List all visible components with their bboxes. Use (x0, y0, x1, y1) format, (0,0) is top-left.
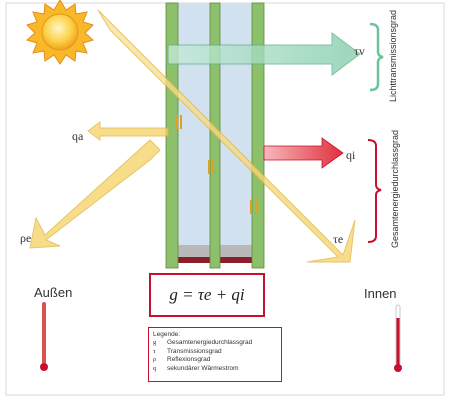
legend-item: τ Transmissionsgrad (153, 348, 277, 357)
legend-text: Gesamtenergiedurchlassgrad (167, 339, 253, 346)
label-total-energy: Gesamtenergiedurchlassgrad (390, 129, 400, 248)
glazing-unit (165, 2, 265, 269)
thermometer-outside-icon (40, 302, 48, 371)
legend-item: g Gesamtenergiedurchlassgrad (153, 339, 277, 348)
arrow-q-i (263, 137, 344, 169)
spacer-inner (220, 245, 252, 257)
pane-inner (251, 2, 265, 269)
arrow-q-a (87, 121, 169, 141)
legend-symbol: q (153, 364, 157, 372)
legend-text: Reflexionsgrad (167, 356, 211, 364)
seal-outer (178, 257, 210, 263)
bracket-total-energy (367, 139, 382, 243)
bracket-light-transmission (369, 22, 384, 92)
arrow-tau-v (167, 32, 361, 76)
legend-item: ρ Reflexionsgrad (153, 356, 277, 365)
spacer-outer (178, 245, 210, 257)
legend-title: Legende: (153, 331, 181, 338)
heat-marks (176, 115, 257, 214)
legend-text: Transmissionsgrad (167, 347, 222, 355)
legend-text: sekundärer Wärmestrom (167, 364, 239, 372)
radiation-arrows (29, 9, 361, 263)
label-outside: Außen (34, 285, 73, 300)
label-rho-e: ρe (20, 231, 32, 245)
thermometer-inside-icon (394, 304, 402, 372)
legend-symbol: g (153, 339, 157, 346)
seal-inner (220, 257, 252, 263)
legend-symbol: ρ (153, 356, 157, 364)
sun-icon (25, 0, 95, 65)
label-tau-v: τv (354, 44, 365, 58)
legend-box: Legende: g Gesamtenergiedurchlassgrad τ … (148, 327, 282, 382)
glass-cavity-outer (178, 3, 210, 263)
legend-symbol: τ (153, 347, 156, 355)
label-inside: Innen (364, 286, 397, 301)
legend-item: q sekundärer Wärmestrom (153, 365, 277, 374)
label-light-transmission: Lichttransmissionsgrad (388, 9, 398, 102)
glass-cavity-inner (220, 3, 252, 263)
formula-box: g = τe + qi (149, 273, 265, 317)
label-q-i: qi (346, 148, 356, 162)
arrow-tau-e (97, 9, 356, 263)
label-tau-e: τe (333, 232, 344, 246)
label-q-a: qa (72, 129, 84, 143)
arrow-rho-e (29, 139, 161, 249)
